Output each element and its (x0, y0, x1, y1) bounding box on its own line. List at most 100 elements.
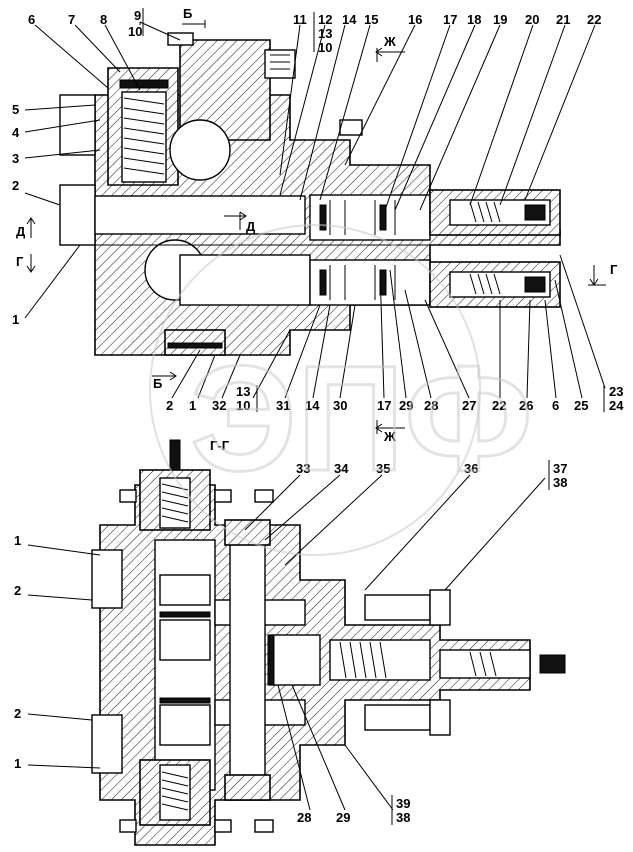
callout-14: 14 (342, 12, 357, 27)
spool-upper (309, 194, 431, 241)
callout-1-lower-b: 1 (14, 756, 21, 771)
callout-1-lower-a: 1 (14, 533, 21, 548)
bolt-lower (364, 704, 431, 731)
callout-1-bottom: 1 (189, 398, 196, 413)
bottom-leaders (27, 474, 546, 811)
callout-9: 9 (134, 8, 141, 23)
callout-3: 3 (12, 151, 19, 166)
section-g-right: Г (610, 262, 618, 277)
screw-bl (119, 819, 137, 833)
secondary-bore (179, 254, 311, 306)
callout-28: 28 (424, 398, 438, 413)
callout-6-bottom: 6 (552, 398, 559, 413)
callout-29: 29 (399, 398, 413, 413)
callout-34: 34 (334, 461, 349, 476)
top-bolt-left (167, 32, 194, 46)
callout-25: 25 (574, 398, 588, 413)
callout-13: 13 (318, 26, 332, 41)
watermark-text: ЭПФ (190, 334, 533, 502)
callout-22-bottom: 22 (492, 398, 506, 413)
callout-10-bottom: 10 (236, 398, 250, 413)
callout-2-lower-b: 2 (14, 706, 21, 721)
callout-21: 21 (556, 12, 570, 27)
callout-24: 24 (609, 398, 624, 413)
end-plug-lower (524, 276, 546, 293)
seal-c (319, 269, 327, 296)
callout-22: 22 (587, 12, 601, 27)
spring-cylinder (329, 639, 431, 681)
callout-6: 6 (28, 12, 35, 27)
left-port-lower (91, 714, 123, 774)
callout-26: 26 (519, 398, 533, 413)
callout-29-lower: 29 (336, 810, 350, 825)
callout-33: 33 (296, 461, 310, 476)
screw-tl (119, 489, 137, 503)
section-d-left: Д (16, 224, 26, 239)
section-d-inner: Д (246, 219, 256, 234)
upper-tower (179, 39, 271, 141)
section-zh-bottom: Ж (383, 429, 396, 444)
callout-15: 15 (364, 12, 378, 27)
top-leaders (24, 21, 606, 399)
callout-20: 20 (525, 12, 539, 27)
left-port-upper (91, 549, 123, 609)
bottom-view-labels: 33 34 35 36 37 38 1 2 2 1 28 29 39 38 (14, 460, 567, 825)
callout-38-lower: 38 (396, 810, 410, 825)
section-title-g-g: Г-Г (210, 438, 230, 453)
callout-16: 16 (408, 12, 422, 27)
callout-1: 1 (12, 312, 19, 327)
main-bore (94, 195, 306, 235)
section-zh-top: Ж (383, 34, 396, 49)
callout-28-lower: 28 (297, 810, 311, 825)
callout-35: 35 (376, 461, 390, 476)
callout-31: 31 (276, 398, 290, 413)
callout-30: 30 (333, 398, 347, 413)
callout-13-bottom: 13 (236, 384, 250, 399)
bolt-upper (364, 594, 431, 621)
callout-14-bottom: 14 (305, 398, 320, 413)
top-bolt-right (339, 119, 363, 136)
port-upper (59, 94, 96, 156)
top-nut (264, 49, 296, 79)
callout-11: 11 (293, 12, 307, 27)
callout-27: 27 (462, 398, 476, 413)
section-marks: Б Б Ж Ж Д Д Г Г (16, 6, 618, 444)
right-chamber (269, 634, 321, 686)
screw-tr (214, 489, 232, 503)
bottom-valve-spring (159, 764, 191, 821)
callout-39: 39 (396, 796, 410, 811)
spring-coil (119, 79, 169, 89)
spring-stack (121, 91, 167, 183)
seal-b (379, 204, 387, 231)
callout-2-lower-a: 2 (14, 583, 21, 598)
bolt-head-upper (429, 589, 451, 626)
callout-2-bottom: 2 (166, 398, 173, 413)
callout-17: 17 (443, 12, 457, 27)
callout-36: 36 (464, 461, 478, 476)
callout-10: 10 (128, 24, 142, 39)
watermark-ring (149, 224, 481, 556)
watermark: ЭПФ (149, 224, 534, 556)
top-view-labels: 6 7 8 9 10 11 12 13 10 14 15 16 17 18 19… (12, 8, 624, 413)
screw-br (214, 819, 232, 833)
chamber-upper (169, 119, 231, 181)
bottom-view-assembly: Г-Г (91, 438, 566, 846)
callout-17-bottom: 17 (377, 398, 391, 413)
callout-18: 18 (467, 12, 481, 27)
callout-7: 7 (68, 12, 75, 27)
callout-12: 12 (318, 12, 332, 27)
callout-23: 23 (609, 384, 623, 399)
port-lower (59, 184, 96, 246)
screw-t3 (254, 489, 274, 503)
end-cylinder (439, 649, 531, 679)
end-plug-upper (524, 204, 546, 221)
section-b-bottom: Б (153, 376, 162, 391)
callout-32: 32 (212, 398, 226, 413)
callout-38-top: 38 (553, 475, 567, 490)
end-cap (539, 654, 566, 674)
section-g-left: Г (16, 254, 24, 269)
callout-37: 37 (553, 461, 567, 476)
callout-4: 4 (12, 125, 20, 140)
callout-19: 19 (493, 12, 507, 27)
